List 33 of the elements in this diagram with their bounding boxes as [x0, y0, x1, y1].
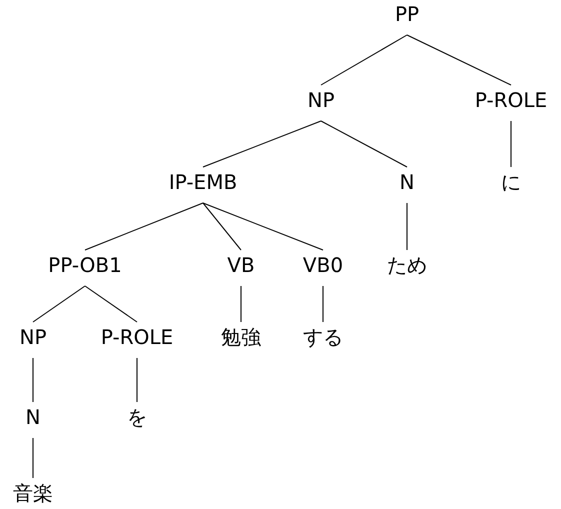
tree-node-label: 音楽	[13, 480, 53, 506]
tree-node-label: NP	[307, 87, 335, 113]
tree-branch	[202, 202, 324, 250]
tree-node-label: ため	[387, 252, 427, 278]
tree-node-label: を	[127, 404, 147, 430]
tree-node-label: NP	[19, 324, 47, 350]
tree-branch	[510, 120, 512, 168]
tree-branch	[202, 202, 242, 250]
tree-node-label: IP-EMB	[168, 169, 238, 195]
tree-branch	[32, 286, 86, 322]
tree-branch	[320, 120, 408, 168]
tree-branch	[32, 358, 34, 402]
tree-branch	[320, 34, 408, 86]
tree-branch	[84, 202, 204, 250]
tree-node-label: P-ROLE	[100, 324, 174, 350]
tree-node-label: 勉強	[221, 324, 261, 350]
tree-branch	[136, 358, 138, 402]
tree-branch	[202, 120, 322, 168]
tree-node-label: PP-OB1	[48, 252, 122, 278]
tree-node-label: N	[26, 404, 40, 430]
tree-node-label: する	[303, 324, 343, 350]
tree-branch	[322, 286, 324, 322]
tree-node-label: VB0	[302, 252, 344, 278]
tree-branch	[240, 286, 242, 322]
tree-node-label: N	[400, 169, 414, 195]
tree-branch	[84, 286, 138, 322]
tree-node-label: PP	[394, 1, 420, 27]
tree-node-label: VB	[227, 252, 255, 278]
tree-branch	[32, 438, 34, 478]
tree-node-label: P-ROLE	[474, 87, 548, 113]
tree-branch	[406, 202, 408, 250]
tree-node-label: に	[501, 169, 521, 195]
tree-branch	[406, 34, 512, 86]
